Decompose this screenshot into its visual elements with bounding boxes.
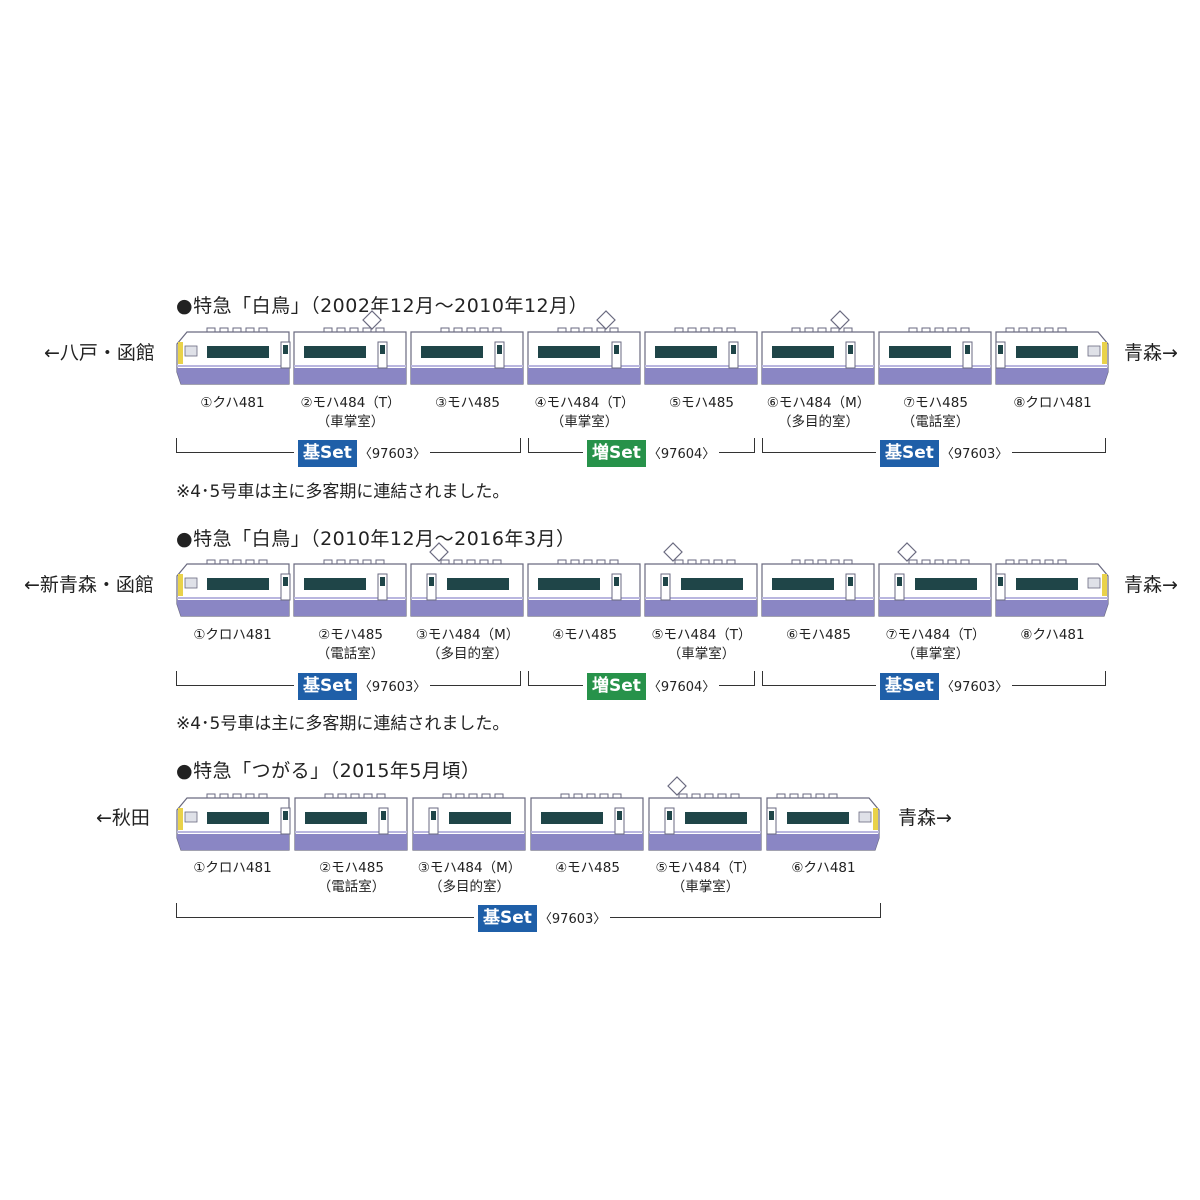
train-car [410, 542, 524, 617]
train-car [878, 542, 992, 617]
train-car [644, 327, 758, 385]
product-number: 〈97603〉 [538, 912, 607, 927]
train-car [293, 559, 407, 617]
car-label: ⑧クハ481 [1020, 627, 1085, 643]
formation-2-note: ※4･5号車は主に多客期に連結されました。 [176, 714, 510, 734]
formation-2-title: ●特急「白鳥」（2010年12月～2016年3月） [176, 528, 576, 550]
car-label: ②モハ485（電話室） [316, 627, 385, 662]
train-car [294, 793, 408, 851]
train-car [995, 327, 1109, 385]
formation-2-left-direction: ←新青森・函館 [24, 574, 154, 596]
set-bracket: 増Set〈97604〉 [528, 671, 755, 700]
set-badge: 基Set [880, 440, 939, 467]
set-bracket: 基Set〈97603〉 [176, 438, 521, 467]
set-badge: 基Set [298, 673, 357, 700]
train-car [176, 327, 291, 385]
formation-2-right-direction: 青森→ [1124, 574, 1178, 596]
car-label: ⑤モハ484（T）（車掌室） [655, 860, 756, 895]
car-label: ④モハ485 [552, 627, 617, 643]
set-bracket: 基Set〈97603〉 [176, 903, 881, 932]
car-label: ⑤モハ484（T）（車掌室） [651, 627, 752, 662]
car-label: ①クロハ481 [193, 860, 272, 876]
product-number: 〈97603〉 [358, 447, 427, 462]
train-car [648, 776, 762, 851]
set-badge: 基Set [478, 905, 537, 932]
train-car [176, 793, 291, 851]
set-bracket: 増Set〈97604〉 [528, 438, 755, 467]
formation-1-right-direction: 青森→ [1124, 342, 1178, 364]
car-label: ⑥クハ481 [791, 860, 856, 876]
car-label: ⑦モハ484（T）（車掌室） [885, 627, 986, 662]
train-car [766, 793, 880, 851]
set-bracket: 基Set〈97603〉 [762, 438, 1106, 467]
car-label: ③モハ484（M）（多目的室） [417, 860, 522, 895]
product-number: 〈97603〉 [940, 680, 1009, 695]
set-badge: 基Set [298, 440, 357, 467]
product-number: 〈97604〉 [647, 680, 716, 695]
formation-1-title: ●特急「白鳥」（2002年12月～2010年12月） [176, 295, 589, 317]
train-car [176, 559, 291, 617]
train-car [878, 327, 992, 385]
train-car [761, 310, 875, 385]
formation-1-note: ※4･5号車は主に多客期に連結されました。 [176, 482, 510, 502]
car-label: ③モハ485 [435, 395, 500, 411]
car-label: ⑦モハ485（電話室） [901, 395, 970, 430]
product-number: 〈97603〉 [940, 447, 1009, 462]
product-number: 〈97604〉 [647, 447, 716, 462]
formation-3-title: ●特急「つがる」（2015年5月頃） [176, 760, 481, 782]
set-bracket: 基Set〈97603〉 [762, 671, 1106, 700]
train-car [530, 793, 644, 851]
formation-1-left-direction: ←八戸・函館 [44, 342, 155, 364]
set-badge: 基Set [880, 673, 939, 700]
formation-3-left-direction: ←秋田 [96, 807, 150, 829]
car-label: ①クロハ481 [193, 627, 272, 643]
car-label: ④モハ484（T）（車掌室） [534, 395, 635, 430]
set-badge: 増Set [587, 673, 646, 700]
train-car [410, 327, 524, 385]
car-label: ②モハ484（T）（車掌室） [300, 395, 401, 430]
set-badge: 増Set [587, 440, 646, 467]
train-car [995, 559, 1109, 617]
car-label: ④モハ485 [555, 860, 620, 876]
formation-3-right-direction: 青森→ [898, 807, 952, 829]
set-bracket: 基Set〈97603〉 [176, 671, 521, 700]
train-car [527, 559, 641, 617]
car-label: ②モハ485（電話室） [317, 860, 386, 895]
train-car [644, 542, 758, 617]
train-car [761, 559, 875, 617]
car-label: ⑥モハ485 [786, 627, 851, 643]
car-label: ③モハ484（M）（多目的室） [415, 627, 520, 662]
car-label: ⑤モハ485 [669, 395, 734, 411]
train-car [412, 793, 526, 851]
car-label: ⑧クロハ481 [1013, 395, 1092, 411]
car-label: ①クハ481 [200, 395, 265, 411]
train-car [527, 310, 641, 385]
train-car [293, 310, 407, 385]
car-label: ⑥モハ484（M）（多目的室） [766, 395, 871, 430]
product-number: 〈97603〉 [358, 680, 427, 695]
